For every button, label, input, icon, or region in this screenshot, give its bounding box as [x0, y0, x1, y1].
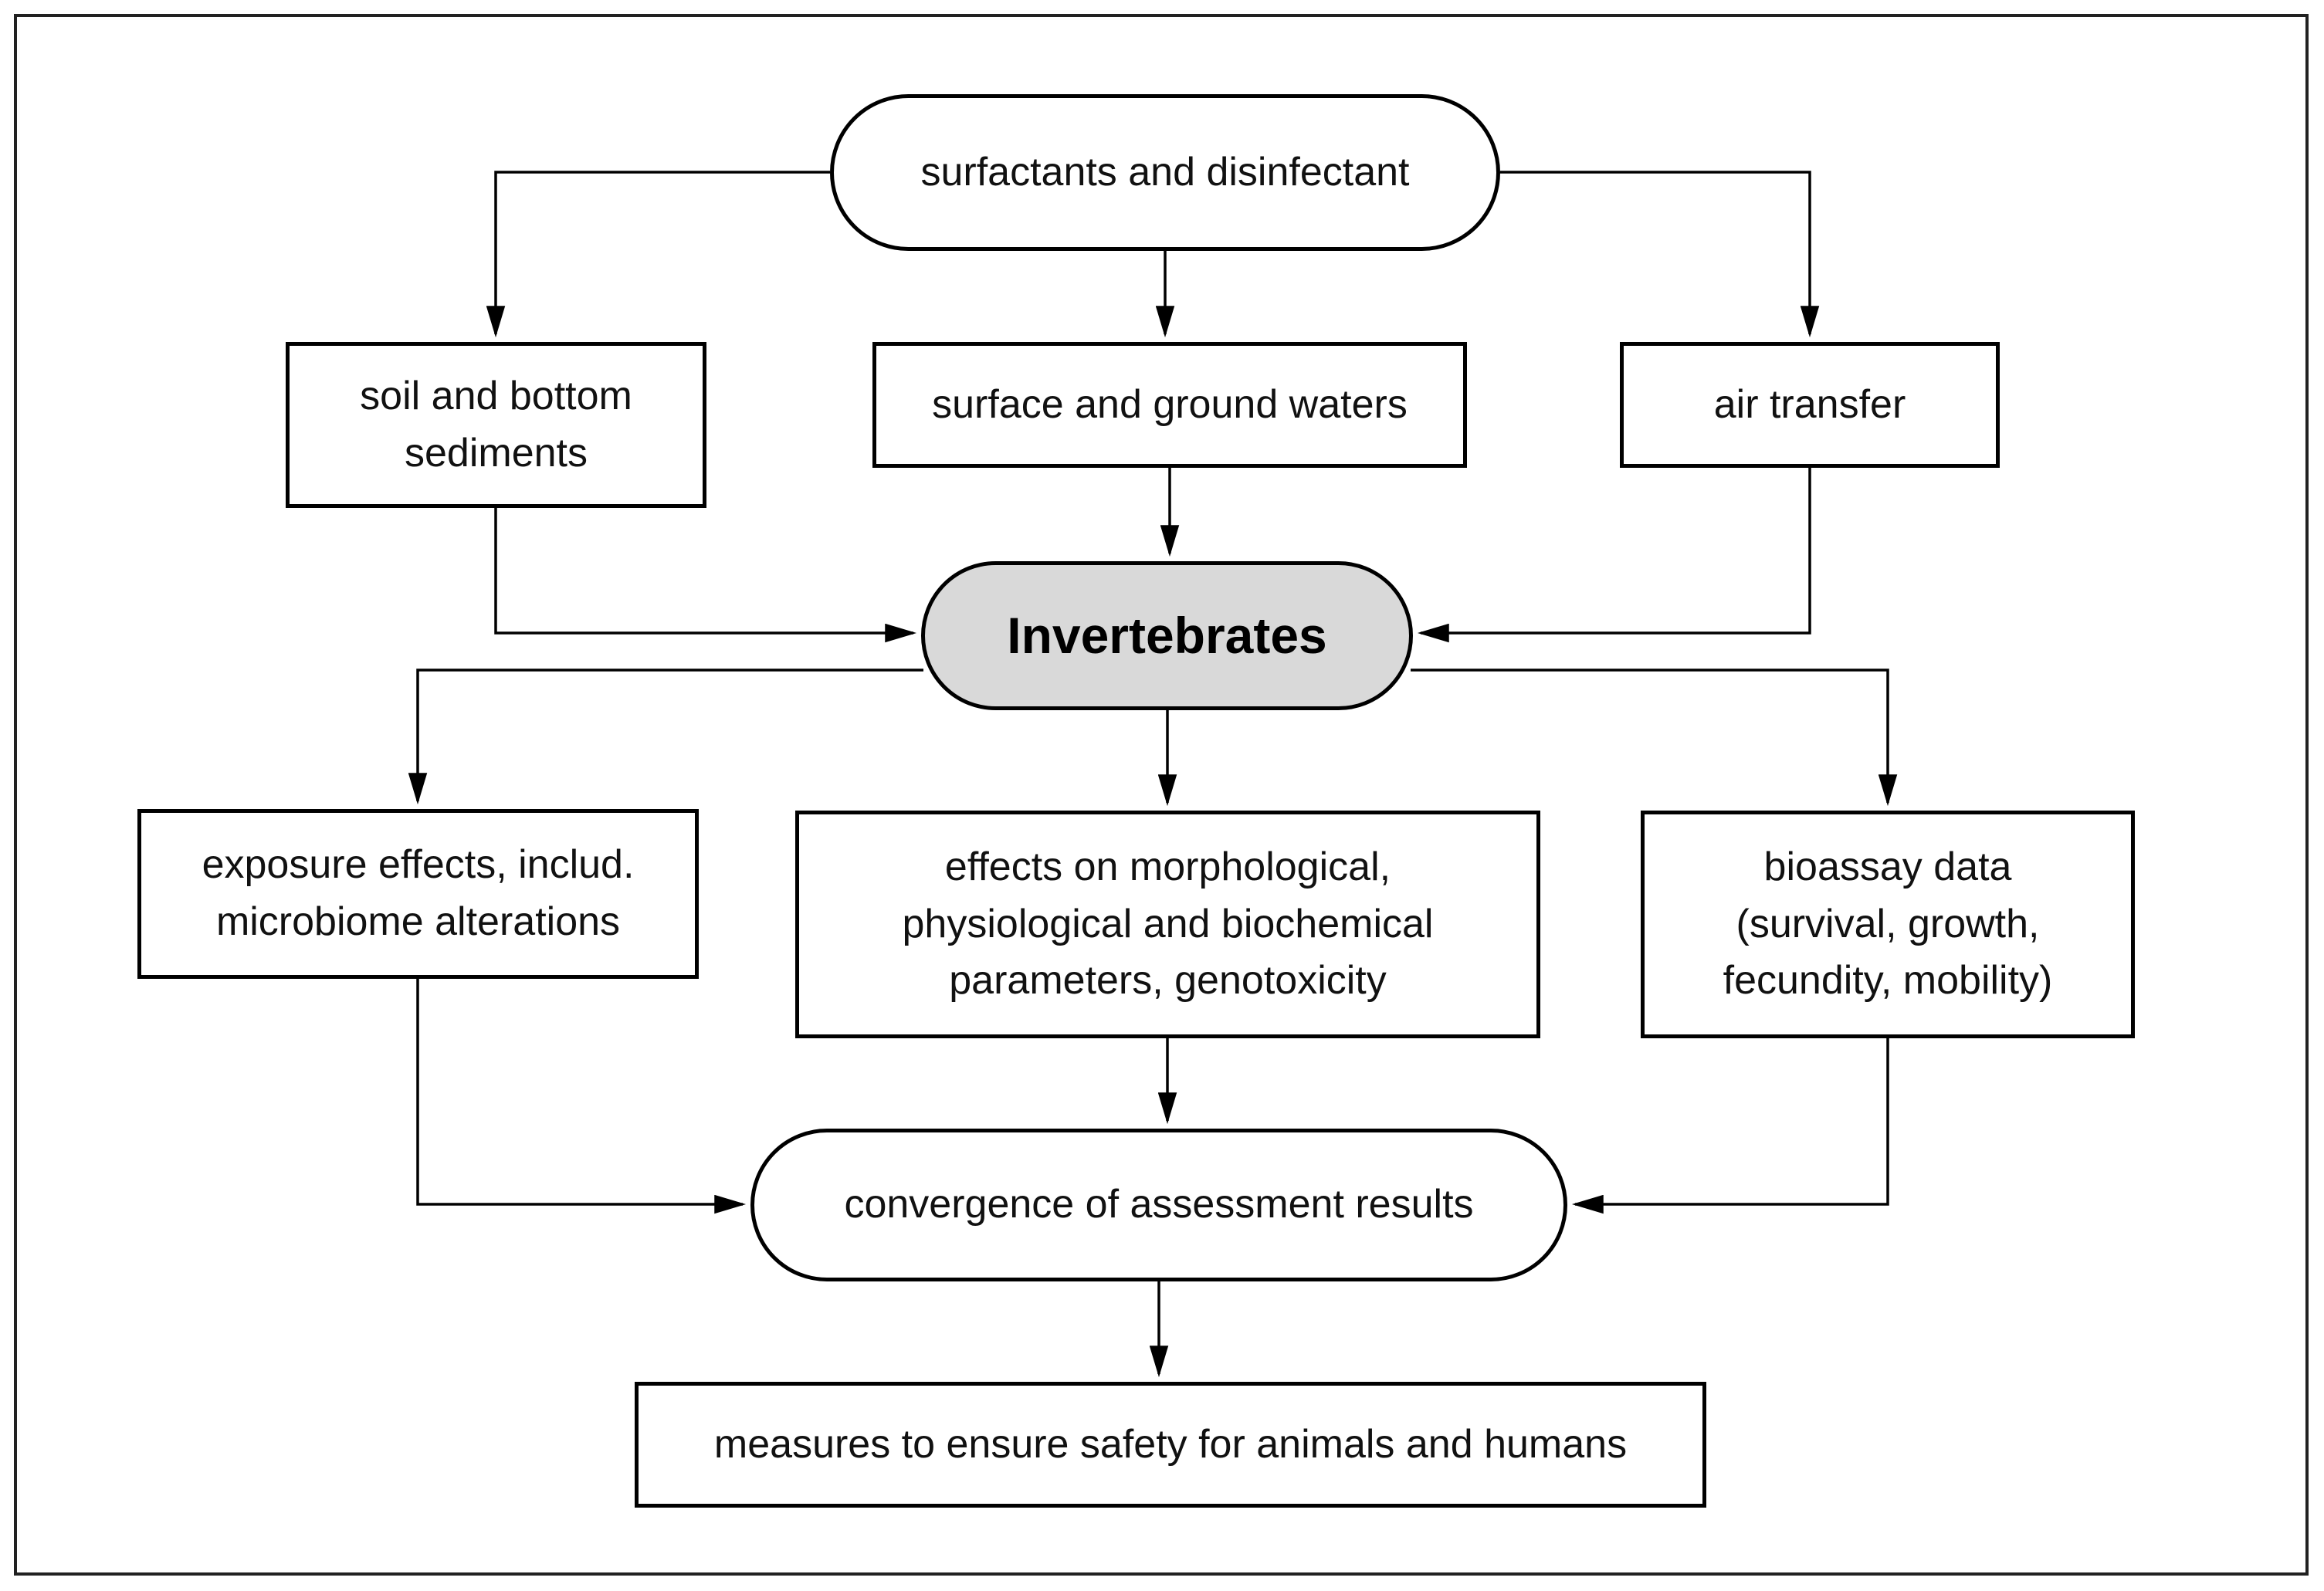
- node-bioassay-label: bioassay data (survival, growth, fecundi…: [1723, 844, 2053, 1004]
- node-convergence-label: convergence of assessment results: [844, 1182, 1474, 1227]
- node-surfactants-and-disinfectant: surfactants and disinfectant: [830, 94, 1500, 251]
- node-exposure-label: exposure effects, includ. microbiome alt…: [202, 842, 635, 944]
- node-invertebrates: Invertebrates: [921, 561, 1413, 710]
- node-convergence-of-assessment-results: convergence of assessment results: [750, 1129, 1567, 1281]
- node-measures-label: measures to ensure safety for animals an…: [713, 1421, 1628, 1467]
- node-water-label: surface and ground waters: [932, 381, 1408, 427]
- node-bioassay-data: bioassay data (survival, growth, fecundi…: [1641, 811, 2135, 1038]
- diagram-border: [14, 14, 2309, 1576]
- node-surfactants-label: surfactants and disinfectant: [920, 149, 1410, 195]
- node-exposure-effects: exposure effects, includ. microbiome alt…: [137, 809, 699, 979]
- node-air-label: air transfer: [1713, 381, 1906, 427]
- node-surface-and-ground-waters: surface and ground waters: [872, 342, 1467, 468]
- node-measures-to-ensure-safety: measures to ensure safety for animals an…: [635, 1382, 1706, 1508]
- node-effects-on-parameters: effects on morphological, physiological …: [795, 811, 1540, 1038]
- node-soil-label: soil and bottom sediments: [360, 373, 632, 476]
- node-effects-label: effects on morphological, physiological …: [902, 844, 1434, 1004]
- node-invertebrates-label: Invertebrates: [1007, 606, 1327, 664]
- node-soil-and-bottom-sediments: soil and bottom sediments: [286, 342, 706, 508]
- node-air-transfer: air transfer: [1620, 342, 2000, 468]
